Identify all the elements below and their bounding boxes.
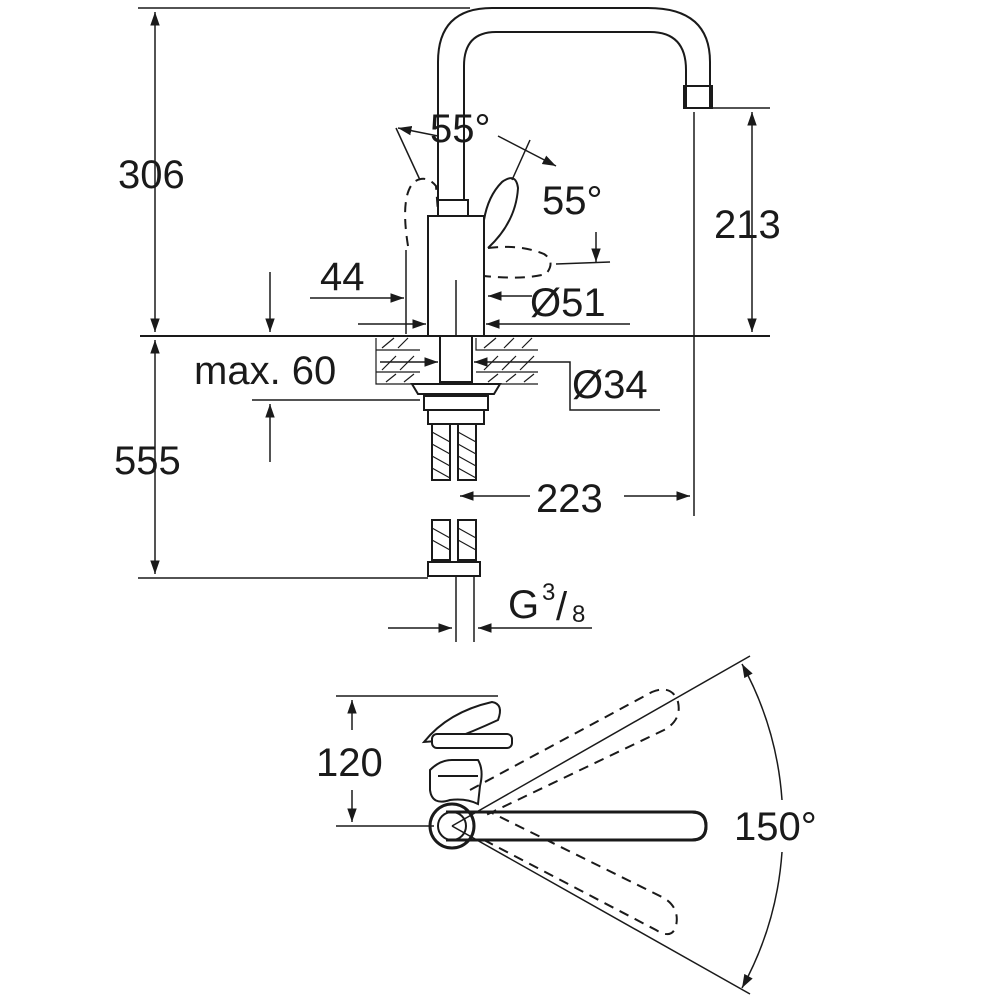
lever-handle (483, 177, 520, 249)
dim-label-thread-g: G (508, 583, 539, 627)
lever-ghost-upper (469, 688, 680, 817)
lever-ghost-lower (483, 811, 678, 936)
spout-outlet (683, 85, 713, 109)
dim-label-thread-num: 3 (542, 579, 555, 606)
dim-label-55-right: 55° (542, 179, 603, 223)
dim-55-left: 55° (395, 107, 557, 181)
dim-120: 120 (316, 695, 498, 827)
dim-150-deg: 150° (451, 655, 817, 995)
dim-dia-34: Ø34 (380, 357, 660, 411)
dim-dia-51: Ø51 (358, 281, 630, 329)
dim-label-555: 555 (114, 439, 181, 483)
dim-555: 555 (114, 340, 428, 579)
dim-label-44: 44 (320, 255, 365, 299)
deck-hatching (375, 337, 538, 385)
dim-label-120: 120 (316, 741, 383, 785)
front-view: 306 213 55° 55° 44 (114, 7, 781, 642)
fixing-block (427, 409, 485, 425)
dim-label-55-left: 55° (430, 107, 491, 151)
dim-44: 44 (310, 250, 407, 334)
supply-hoses (427, 423, 481, 642)
top-lever-blade (421, 700, 501, 744)
spout (437, 7, 711, 210)
dim-label-213: 213 (714, 203, 781, 247)
dim-thread-g38: G 3 / 8 (388, 579, 592, 633)
lever-right-ghost (483, 245, 552, 279)
dim-213: 213 (694, 107, 781, 332)
dim-label-306: 306 (118, 153, 185, 197)
top-lever-pad (431, 733, 513, 749)
dim-label-dia-51: Ø51 (530, 281, 606, 325)
dim-label-thread-den: 8 (572, 601, 585, 628)
mounting-shank (439, 335, 473, 383)
dim-306: 306 (118, 7, 470, 332)
dim-label-thread-slash: / (556, 585, 568, 629)
top-body (429, 759, 483, 806)
dim-223: 223 (460, 112, 695, 521)
dim-label-223: 223 (536, 477, 603, 521)
top-view: 120 150° (316, 655, 817, 995)
dim-label-dia-34: Ø34 (572, 363, 648, 407)
lever-left-ghost (404, 177, 439, 247)
dim-label-150-deg: 150° (734, 805, 817, 849)
spout-collar (437, 199, 469, 217)
dim-label-max-60: max. 60 (194, 349, 336, 393)
dim-max-60: max. 60 (194, 272, 420, 462)
mounting-nut (410, 383, 502, 395)
lever-top (446, 810, 708, 842)
fixing-plate (423, 395, 489, 411)
dim-55-right: 55° (542, 179, 611, 265)
